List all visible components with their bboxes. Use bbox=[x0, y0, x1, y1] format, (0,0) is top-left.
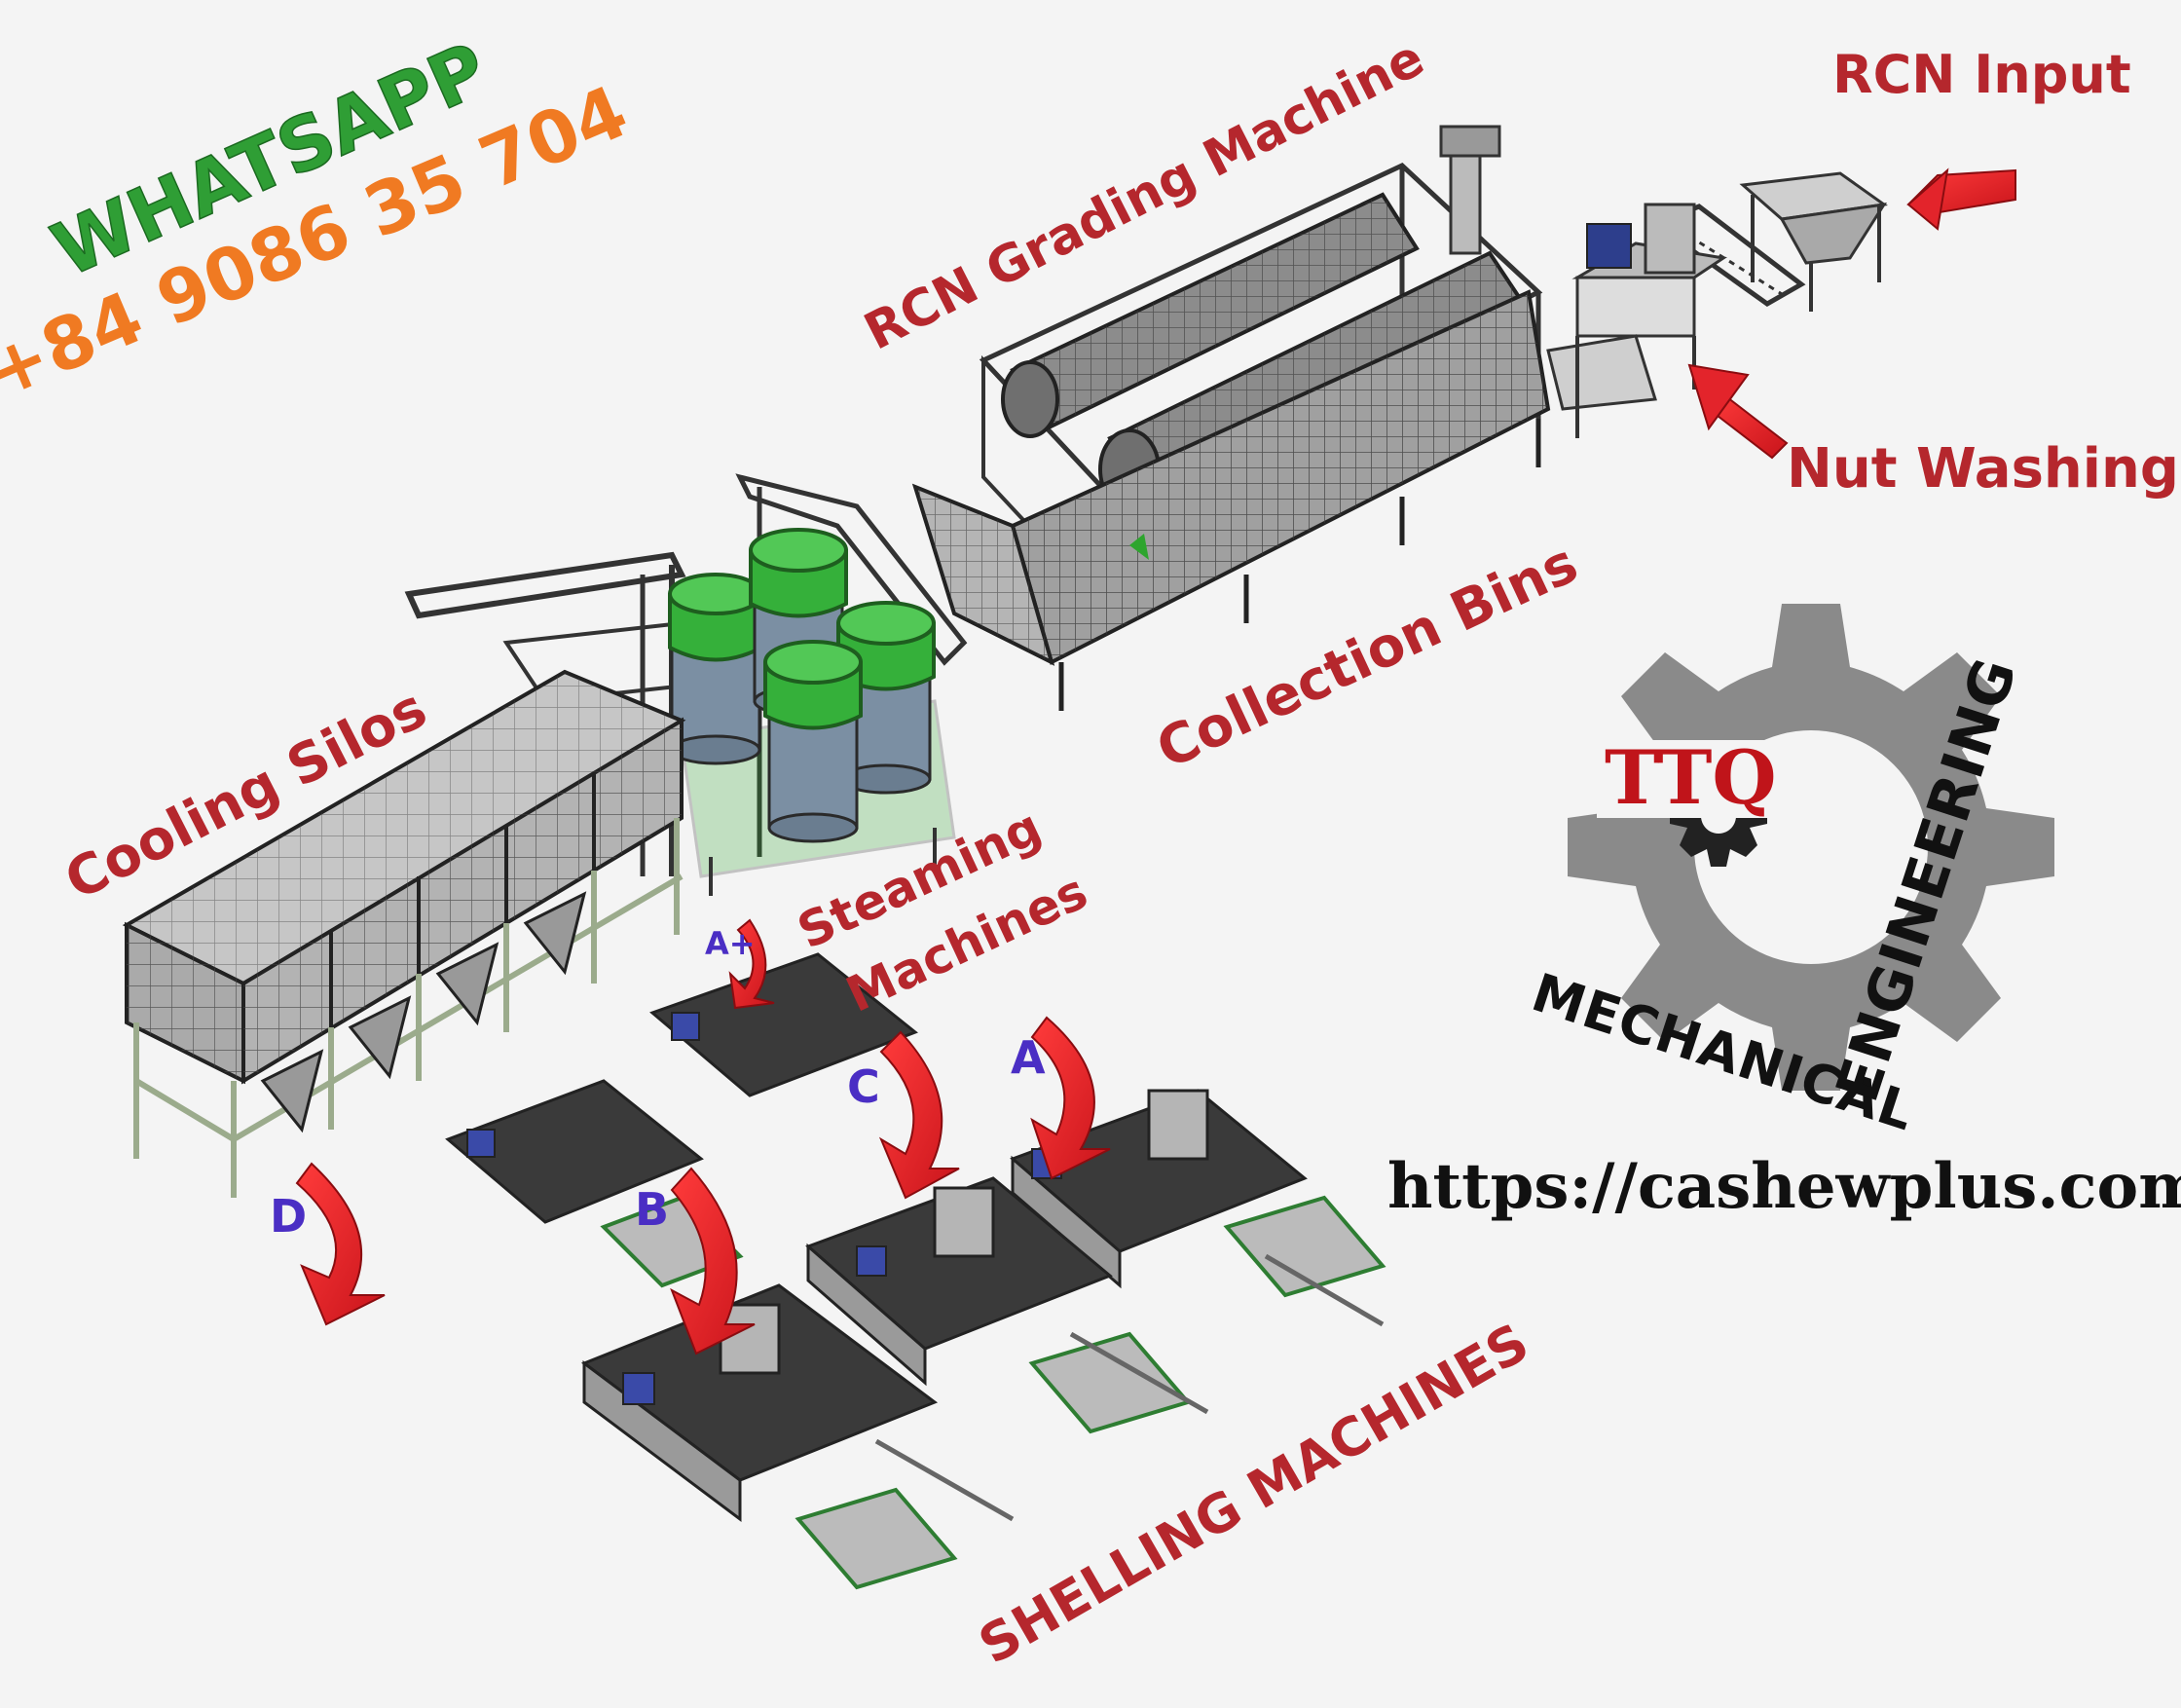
arrow-a-plus bbox=[728, 918, 775, 1010]
collection-bins bbox=[911, 289, 1551, 711]
steam-tank-1 bbox=[668, 573, 763, 765]
rcn-input-hopper bbox=[1649, 171, 1888, 312]
brand-initials: TTQ bbox=[1605, 734, 1777, 821]
label-rcn-input: RCN Input bbox=[1832, 44, 2131, 105]
ttq-logo: TTQ MECHANICAL ENGINEERING https://cashe… bbox=[1387, 604, 2181, 1223]
arrow-c bbox=[878, 1030, 960, 1200]
shelling-line-c bbox=[805, 1176, 1209, 1434]
marker-d: D bbox=[270, 1190, 307, 1243]
marker-c: C bbox=[847, 1060, 880, 1113]
shelling-line-upper bbox=[445, 952, 918, 1288]
label-nut-washing: Nut Washing bbox=[1787, 437, 2179, 501]
large-gear-icon bbox=[1568, 604, 2054, 1091]
steam-tank-4 bbox=[763, 640, 863, 843]
arrow-nut-washing bbox=[1687, 363, 1789, 460]
brand-website: https://cashewplus.com bbox=[1387, 1150, 2181, 1223]
arrow-a bbox=[1030, 1016, 1111, 1180]
marker-a: A bbox=[1011, 1031, 1046, 1084]
grading-drum-upper bbox=[1001, 192, 1420, 438]
steaming-machines bbox=[668, 528, 956, 896]
marker-b: B bbox=[635, 1183, 669, 1236]
red-arrows bbox=[295, 167, 2016, 1355]
arrow-d bbox=[295, 1162, 386, 1326]
arrow-rcn-input bbox=[1906, 167, 2016, 231]
arrow-b bbox=[670, 1167, 756, 1355]
marker-a-plus: A+ bbox=[705, 925, 756, 962]
shelling-line-b bbox=[580, 1283, 1015, 1590]
shelling-machines bbox=[445, 952, 1386, 1590]
cooling-silos bbox=[122, 669, 686, 1198]
nut-washing-machine bbox=[1546, 203, 1727, 438]
